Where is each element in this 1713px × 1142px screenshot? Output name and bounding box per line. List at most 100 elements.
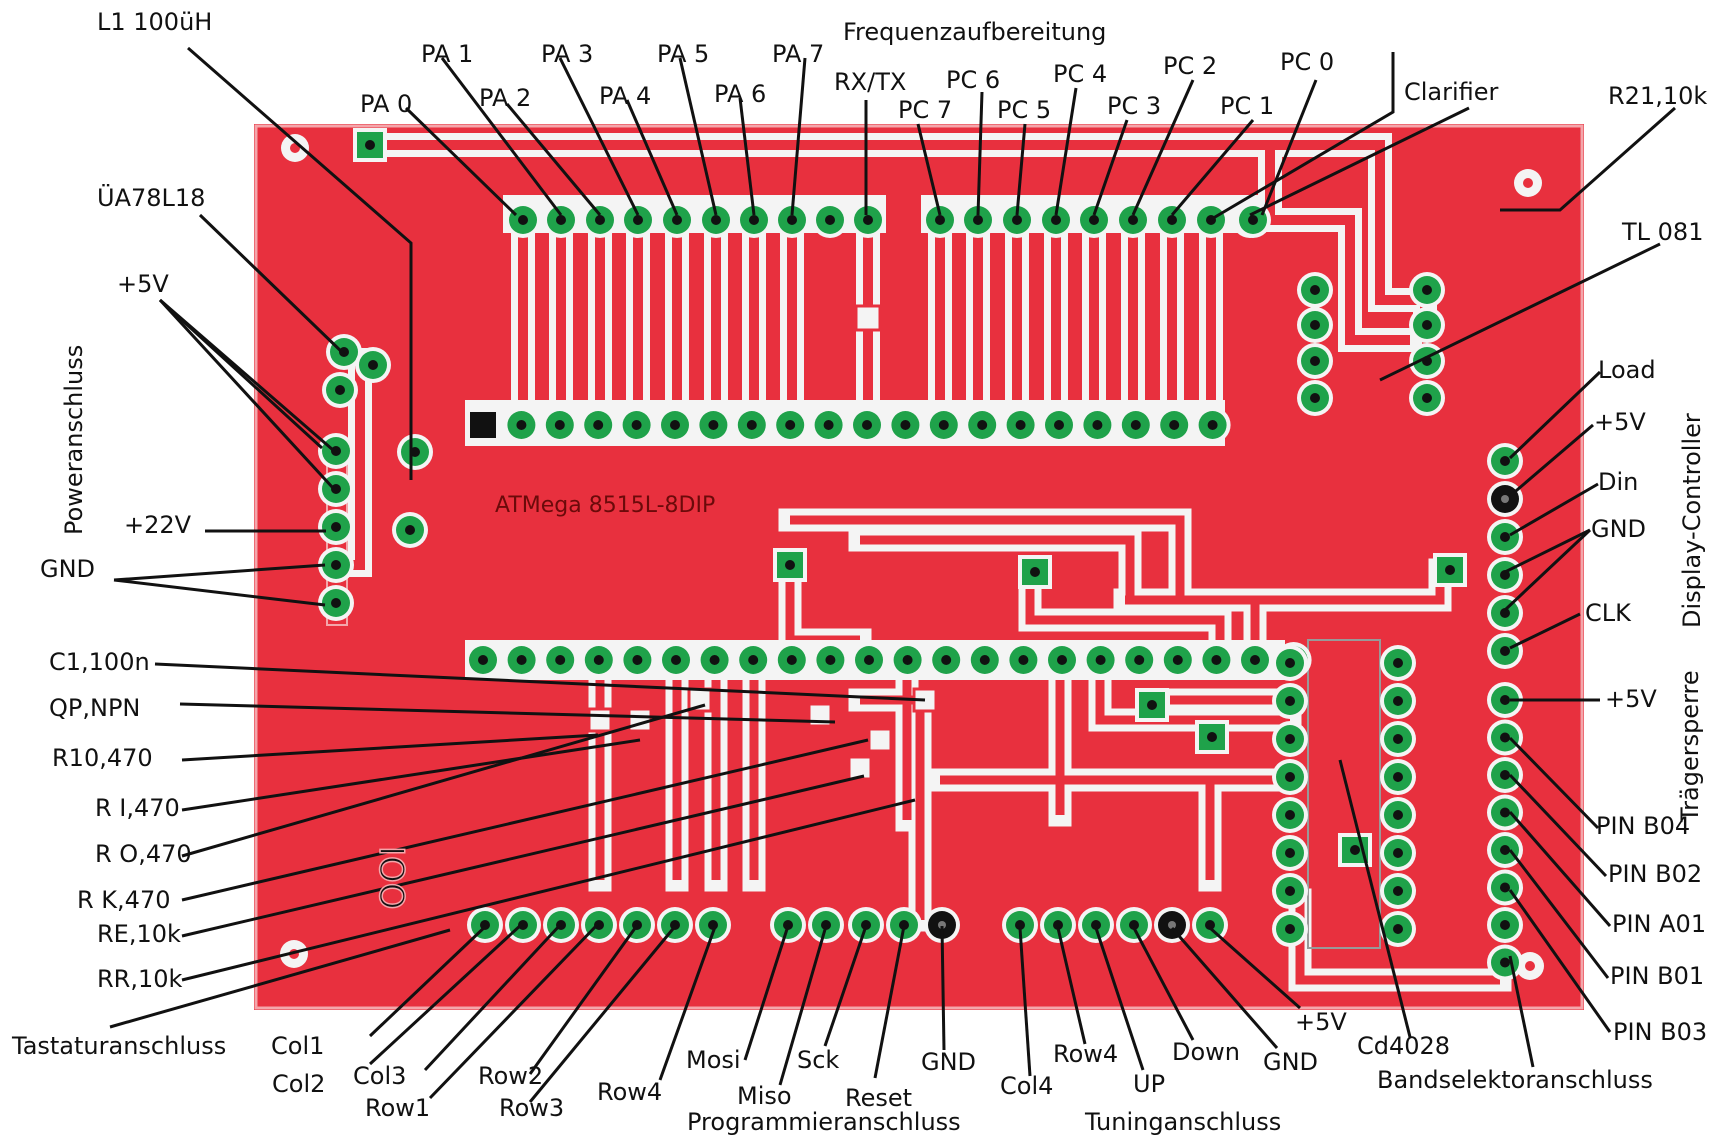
leader-line: [1508, 811, 1612, 927]
leader-line: [1509, 482, 1599, 537]
label-pin-b03: PIN B03: [1613, 1018, 1707, 1046]
pad-hole: [518, 215, 528, 225]
leader-line: [873, 925, 906, 1079]
leader-line: [1132, 927, 1195, 1041]
pad-hole: [746, 420, 757, 430]
pad-hole: [1205, 920, 1215, 930]
labels: Frequenzaufbereitung L1 100üH ÜA78L18 +5…: [11, 8, 1707, 1136]
pad-hole: [1095, 655, 1106, 665]
pad-hole: [1445, 565, 1455, 575]
leader-line: [181, 733, 599, 762]
label-pc5: PC 5: [997, 96, 1051, 124]
label-col3: Col3: [353, 1062, 406, 1090]
pad-hole: [941, 655, 952, 665]
pad-hole: [1422, 320, 1432, 330]
pad-hole: [1393, 848, 1403, 858]
label-pc1: PC 1: [1220, 92, 1274, 120]
pad-hole: [365, 140, 375, 150]
label-plus22v: +22V: [124, 511, 192, 539]
leader-line: [1508, 773, 1608, 878]
label-qp: QP,NPN: [49, 694, 140, 722]
pad-hole: [1285, 658, 1295, 668]
pad-hole: [1147, 700, 1157, 710]
pad-hole: [862, 420, 872, 430]
pad-hole: [1129, 920, 1139, 930]
label-pa6: PA 6: [714, 80, 766, 108]
leader-line: [528, 923, 640, 1075]
label-pa0: PA 0: [360, 90, 412, 118]
pad-hole: [1015, 420, 1026, 430]
label-plus5v-power: +5V: [117, 270, 169, 298]
label-rr: RR,10k: [97, 965, 183, 993]
pad-hole: [709, 655, 720, 665]
label-pa4: PA 4: [599, 82, 651, 110]
pad-hole: [1169, 420, 1180, 430]
leader-line: [1504, 528, 1591, 574]
pad-hole: [823, 420, 834, 430]
pad-hole: [1172, 655, 1183, 665]
pad-hole: [1250, 655, 1260, 665]
pad-hole: [1054, 420, 1064, 430]
pad-hole: [1310, 285, 1320, 295]
pad-hole: [633, 215, 643, 225]
pad-hole: [938, 921, 946, 929]
pad-hole: [631, 420, 642, 430]
pad-hole: [1285, 696, 1295, 706]
pad-hole: [902, 655, 913, 665]
pad-hole: [977, 420, 988, 430]
pad-hole: [595, 215, 605, 225]
pad-hole: [1018, 655, 1029, 665]
leader-line: [181, 798, 916, 982]
pad-hole: [821, 920, 831, 930]
pad-hole: [861, 920, 871, 930]
label-row1: Row1: [365, 1094, 430, 1122]
pad-hole: [1207, 732, 1217, 742]
label-programmieranschluss: Programmieranschluss: [687, 1108, 961, 1136]
leader-line: [113, 578, 326, 607]
leader-line: [1509, 612, 1581, 650]
pad-hole: [1015, 920, 1025, 930]
pad-hole: [1310, 356, 1320, 366]
label-pa5: PA 5: [657, 40, 709, 68]
label-gnd-tuning: GND: [1263, 1048, 1318, 1076]
pad-hole: [1030, 567, 1040, 577]
pad-hole: [331, 522, 341, 532]
label-l1: L1 100üH: [97, 8, 212, 36]
pad-hole: [671, 655, 681, 665]
leader-line: [1509, 423, 1594, 498]
label-din: Din: [1598, 468, 1638, 496]
leader-line: [1094, 927, 1145, 1071]
pad-hole: [1091, 920, 1101, 930]
label-tuninganschluss: Tuninganschluss: [1084, 1108, 1281, 1136]
leader-line: [423, 922, 563, 1072]
label-rxtx: RX/TX: [834, 68, 906, 96]
pad-hole: [1211, 655, 1222, 665]
pad-hole: [555, 655, 566, 665]
label-gnd-prog: GND: [921, 1048, 976, 1076]
leader-line: [1131, 79, 1195, 216]
label-ri: R I,470: [95, 794, 180, 822]
leader-line: [1170, 119, 1255, 216]
leader-line: [778, 925, 828, 1086]
label-mosi: Mosi: [686, 1046, 741, 1074]
pad-hole: [1393, 658, 1403, 668]
label-ro: R O,470: [95, 840, 192, 868]
jumper-resistor: [854, 304, 882, 332]
leader-line: [1338, 759, 1412, 1038]
pad-ground-square: [470, 412, 496, 438]
leader-line: [109, 928, 451, 1029]
pad-hole: [1134, 655, 1145, 665]
label-clarifier: Clarifier: [1404, 78, 1499, 106]
label-poweranschluss: Poweranschluss: [60, 345, 88, 535]
pad-hole: [938, 420, 949, 430]
label-pc2: PC 2: [1163, 52, 1217, 80]
leader-line: [198, 213, 347, 357]
pad-hole: [1500, 732, 1510, 743]
pad-hole: [593, 655, 604, 665]
pad-hole: [335, 385, 345, 395]
pad-hole: [1167, 215, 1177, 225]
pad-hole: [979, 655, 990, 665]
pad-hole: [1285, 848, 1295, 858]
pad-hole: [670, 420, 680, 430]
pad-hole: [1500, 770, 1510, 780]
